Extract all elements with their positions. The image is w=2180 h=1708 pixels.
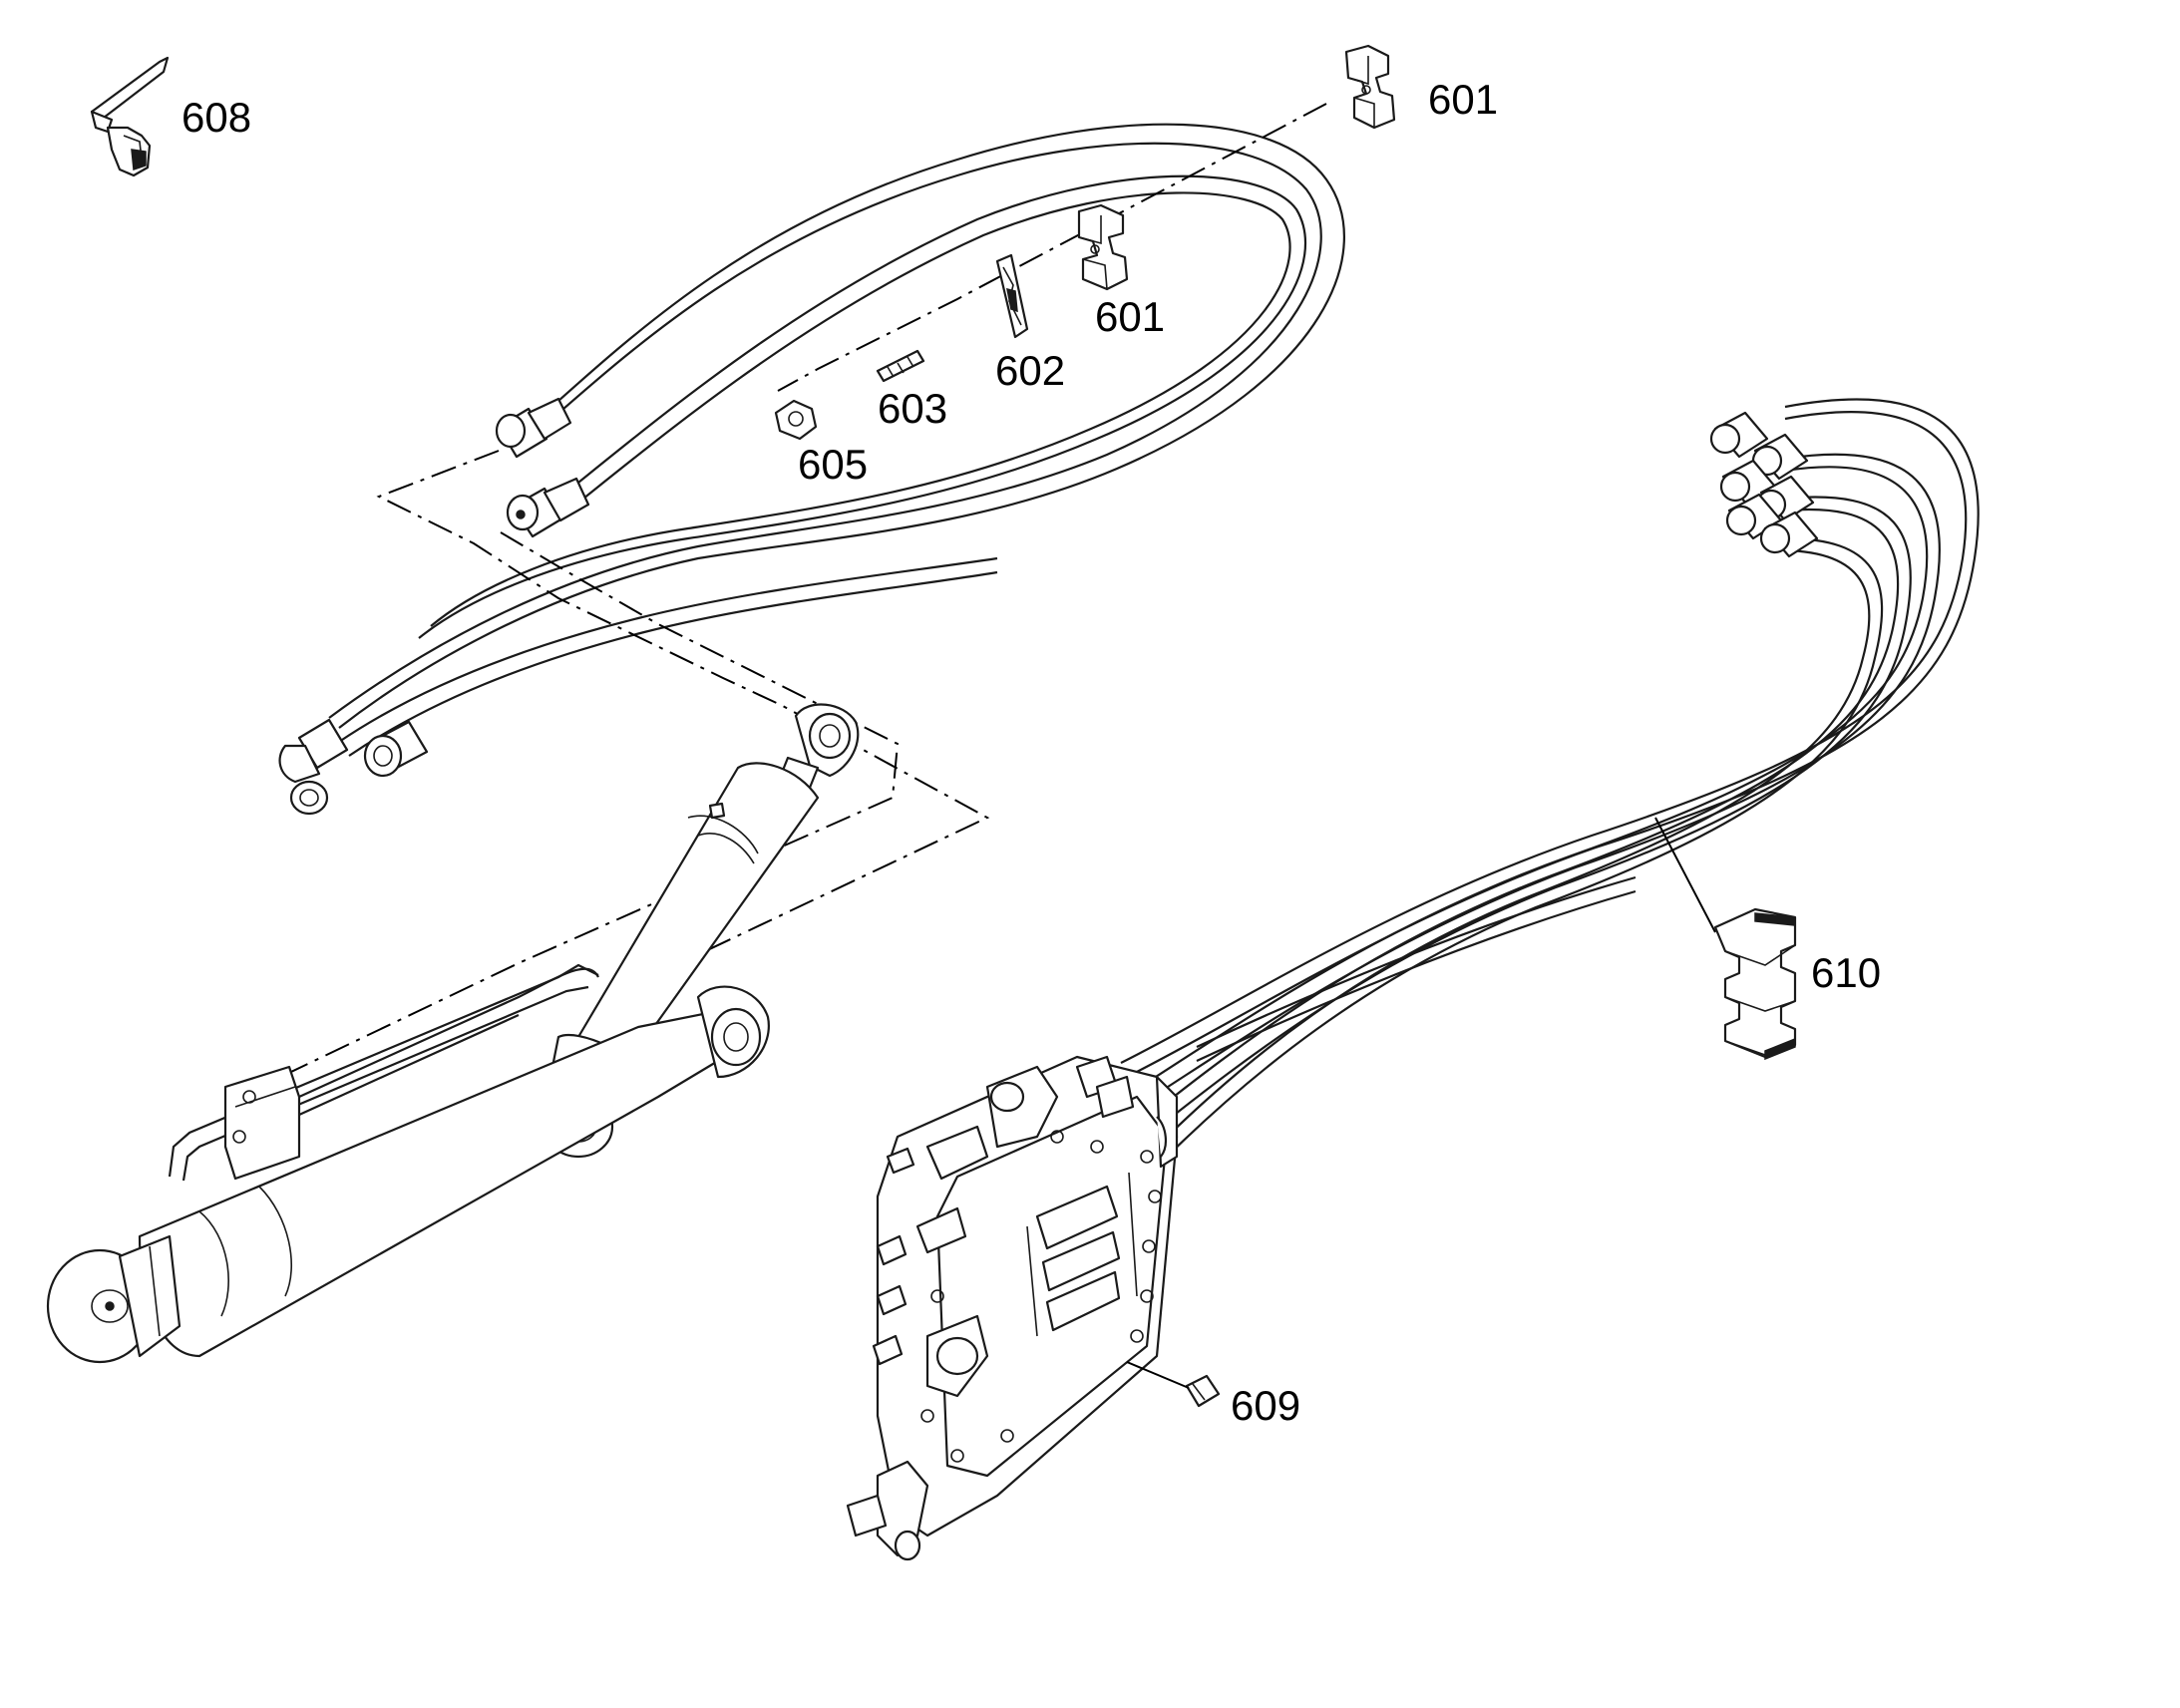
part-603-stud <box>876 349 925 383</box>
part-610-hose-clamp <box>1713 907 1797 1061</box>
callout-605: 605 <box>798 441 868 488</box>
callout-603: 603 <box>878 385 947 432</box>
hose-end-lower-1 <box>278 718 349 816</box>
part-609-fitting <box>1185 1374 1221 1408</box>
hose-end-lower-2 <box>363 720 429 778</box>
callout-608: 608 <box>182 94 251 141</box>
part-605-nut <box>774 399 818 441</box>
part-601-clamp-top <box>1344 44 1396 130</box>
callout-601-middle: 601 <box>1095 293 1165 340</box>
callout-602: 602 <box>995 347 1065 394</box>
hose-fitting-upper-1 <box>495 397 572 459</box>
leader-610 <box>1654 817 1716 933</box>
callout-609: 609 <box>1231 1382 1300 1429</box>
hose-fitting-upper-2 <box>506 477 590 538</box>
right-hose-bundle <box>1120 398 1980 1168</box>
upper-hose-assembly <box>278 123 1345 816</box>
part-602-plate <box>995 253 1029 339</box>
hydraulic-cylinder-lower <box>46 963 770 1364</box>
part-601-clamp-middle <box>1077 203 1129 291</box>
control-valve-block <box>846 1055 1179 1561</box>
callout-601-top: 601 <box>1428 76 1498 123</box>
hose-fittings-cluster <box>1709 411 1819 558</box>
part-608-strap-clip <box>90 56 170 177</box>
callout-610: 610 <box>1811 949 1881 996</box>
assembly-centerlines <box>248 103 1327 1093</box>
leader-609 <box>1126 1361 1190 1389</box>
